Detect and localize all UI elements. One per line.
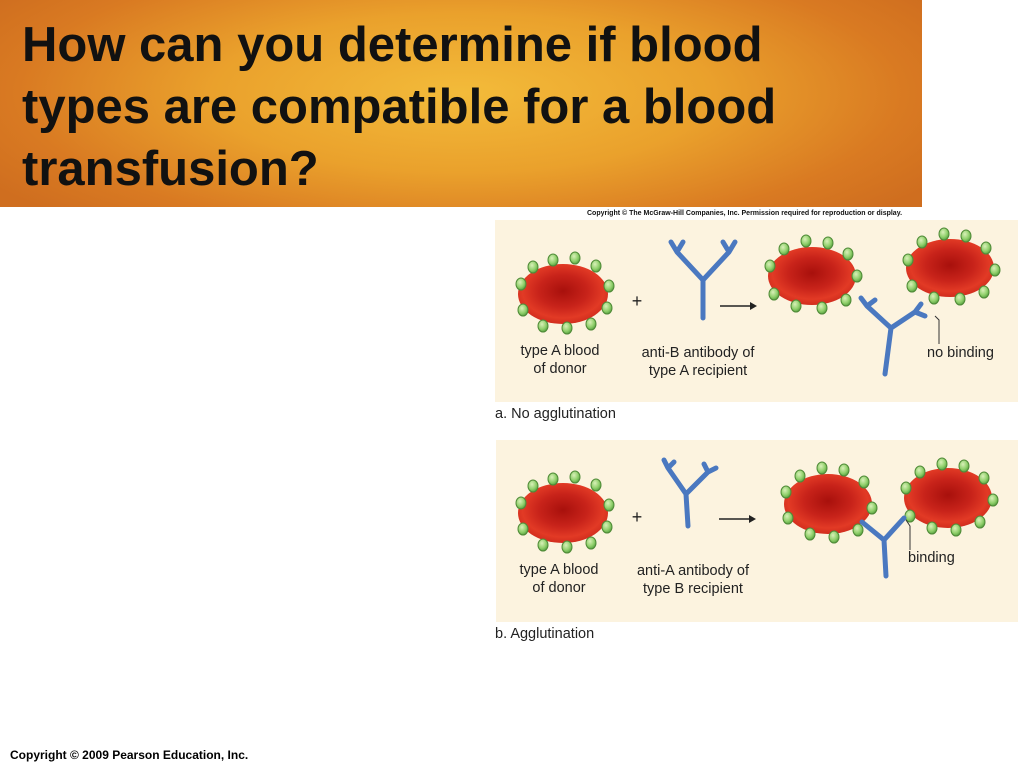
result-label: binding — [908, 550, 955, 566]
agglutinated-red-blood-cell-2 — [900, 457, 999, 537]
result-label: no binding — [927, 345, 994, 361]
reaction-arrow — [719, 515, 756, 523]
leader-line — [934, 315, 940, 344]
title-band: How can you determine if blood types are… — [0, 0, 922, 207]
recipient-red-blood-cell-2 — [902, 227, 1001, 306]
donor-red-blood-cell — [515, 251, 615, 335]
figure-copyright: Copyright © The McGraw-Hill Companies, I… — [587, 210, 903, 217]
leader-line — [905, 519, 911, 550]
anti-b-antibody — [668, 239, 738, 321]
caption-a: a. No agglutination — [495, 406, 616, 422]
bridging-antibody — [859, 515, 907, 579]
reaction-arrow — [720, 302, 757, 310]
donor-red-blood-cell — [515, 470, 615, 554]
recipient-red-blood-cell-1 — [764, 234, 863, 315]
panel-b-illustration — [515, 457, 999, 579]
unbound-antibody — [858, 295, 928, 377]
plus-sign: + — [631, 507, 643, 527]
panel-a-illustration — [515, 227, 1001, 377]
plus-sign: + — [631, 291, 643, 311]
caption-b: b. Agglutination — [495, 626, 595, 642]
slide-title: How can you determine if blood types are… — [22, 18, 777, 196]
anti-a-antibody — [661, 457, 719, 529]
agglutinated-red-blood-cell-1 — [780, 461, 878, 544]
slide-footer: Copyright © 2009 Pearson Education, Inc. — [10, 748, 249, 762]
